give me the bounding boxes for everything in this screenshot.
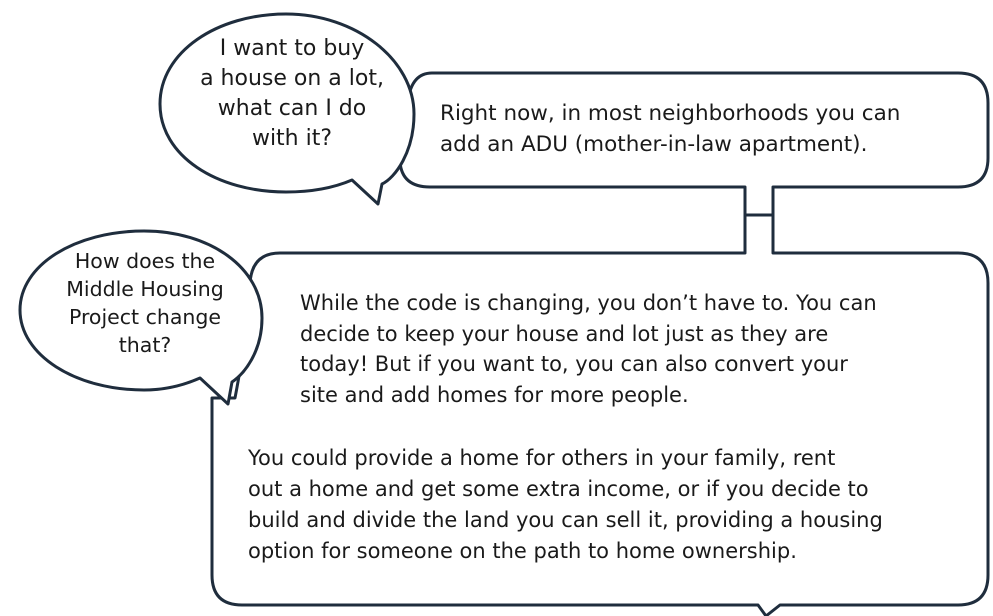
question-line: a house on a lot,: [200, 66, 384, 91]
answer-line: build and divide the land you can sell i…: [248, 508, 883, 532]
question-line: Project change: [68, 305, 222, 329]
question-bubble-left-outline: [18, 229, 264, 406]
answer-line: While the code is changing, you don’t ha…: [300, 291, 877, 315]
answer-line: You could provide a home for others in y…: [248, 446, 836, 470]
question-line: How does the: [74, 249, 216, 273]
question-line: with it?: [251, 126, 333, 151]
answer-line: out a home and get some extra income, or…: [248, 477, 869, 501]
question-bubble-top-text: I want to buy a house on a lot, what can…: [180, 34, 404, 154]
answer-line: decide to keep your house and lot just a…: [300, 321, 829, 346]
answer-bubble-large-paragraph-2: You could provide a home for others in y…: [248, 443, 883, 567]
answer-line: site and add homes for more people.: [300, 382, 689, 407]
question-line: what can I do: [217, 96, 367, 121]
question-line: that?: [118, 333, 172, 357]
question-bubble-left-text: How does the Middle Housing Project chan…: [30, 247, 260, 359]
answer-line: Right now, in most neighborhoods you can: [440, 101, 901, 126]
answer-bubble-small-text: Right now, in most neighborhoods you can…: [440, 98, 900, 160]
answer-line: add an ADU (mother-in-law apartment).: [440, 132, 868, 157]
answer-bubble-large-paragraph-1: While the code is changing, you don’t ha…: [300, 288, 877, 410]
question-line: Middle Housing: [66, 277, 224, 301]
answer-line: today! But if you want to, you can also …: [300, 352, 848, 376]
answer-line: option for someone on the path to home o…: [248, 539, 797, 563]
question-line: I want to buy: [219, 36, 365, 61]
question-bubble-top-outline: [158, 12, 416, 206]
